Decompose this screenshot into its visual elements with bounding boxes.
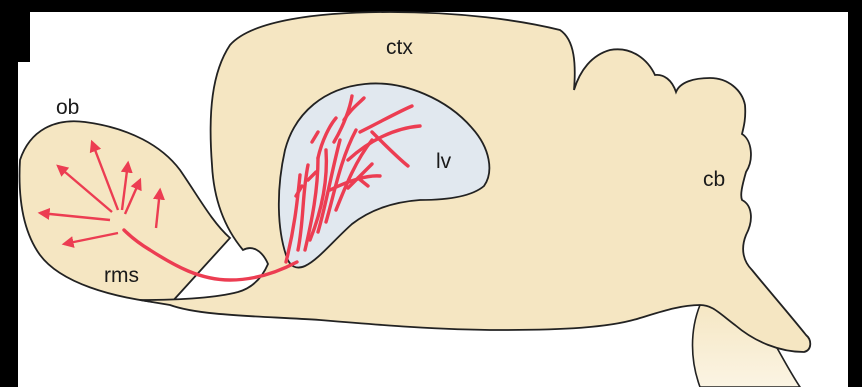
label-lateral-ventricle: lv [436, 150, 452, 173]
label-cerebellum: cb [703, 168, 725, 191]
frame-corner-notch [0, 0, 30, 62]
label-rostral-migratory-stream: rms [104, 264, 139, 287]
frame-top [0, 0, 862, 12]
label-olfactory-bulb: ob [56, 96, 79, 119]
label-cortex: ctx [386, 36, 413, 59]
frame-right [848, 0, 862, 387]
